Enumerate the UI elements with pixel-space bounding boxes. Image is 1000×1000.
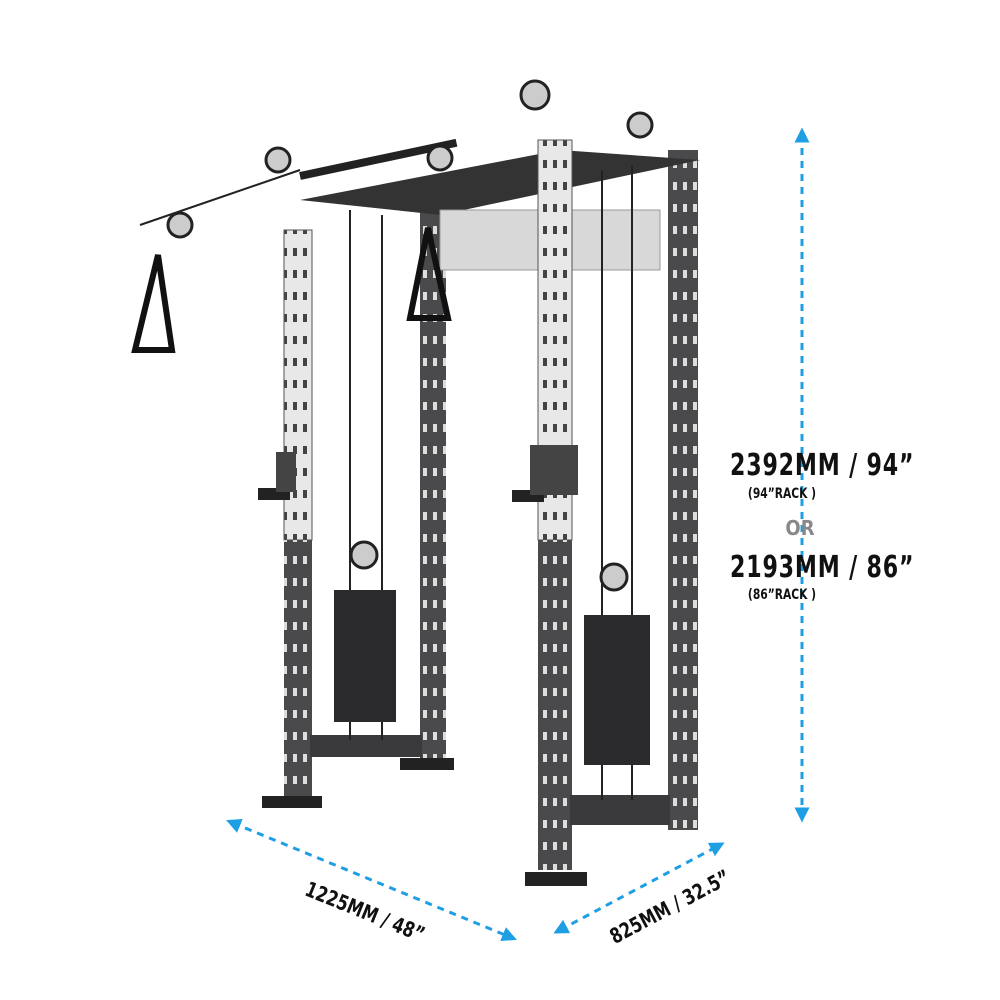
weight-stack-left (334, 590, 396, 722)
pulley (166, 211, 194, 239)
foot-plate (262, 796, 322, 808)
front-left-upright-bottom (284, 540, 312, 800)
pulley (519, 79, 551, 111)
rear-right-upright (668, 150, 698, 830)
j-hook (276, 452, 296, 492)
weight-stack-right (584, 615, 650, 765)
pulley (426, 144, 454, 172)
height-primary-label: 2392MM / 94” (730, 448, 915, 483)
front-right-upright-bottom (538, 540, 572, 870)
foot-plate (525, 872, 587, 886)
pulley (626, 111, 654, 139)
pulley (599, 562, 629, 592)
height-primary-note: (94”RACK ) (747, 486, 817, 502)
pullup-bar (299, 138, 458, 180)
height-separator: OR (785, 516, 815, 540)
j-hook (530, 445, 578, 495)
foot-plate (400, 758, 454, 770)
pulley (264, 146, 292, 174)
height-secondary-note: (86”RACK ) (747, 587, 817, 603)
top-crossmember (300, 150, 700, 215)
base-rail (310, 735, 422, 757)
handle-center (406, 227, 452, 321)
height-secondary-label: 2193MM / 86” (730, 550, 915, 585)
pulley (349, 540, 379, 570)
handle-left (131, 254, 176, 353)
width-dimension-arrow (226, 818, 517, 942)
base-rail (570, 795, 670, 825)
depth-dimension-arrow (553, 842, 725, 934)
